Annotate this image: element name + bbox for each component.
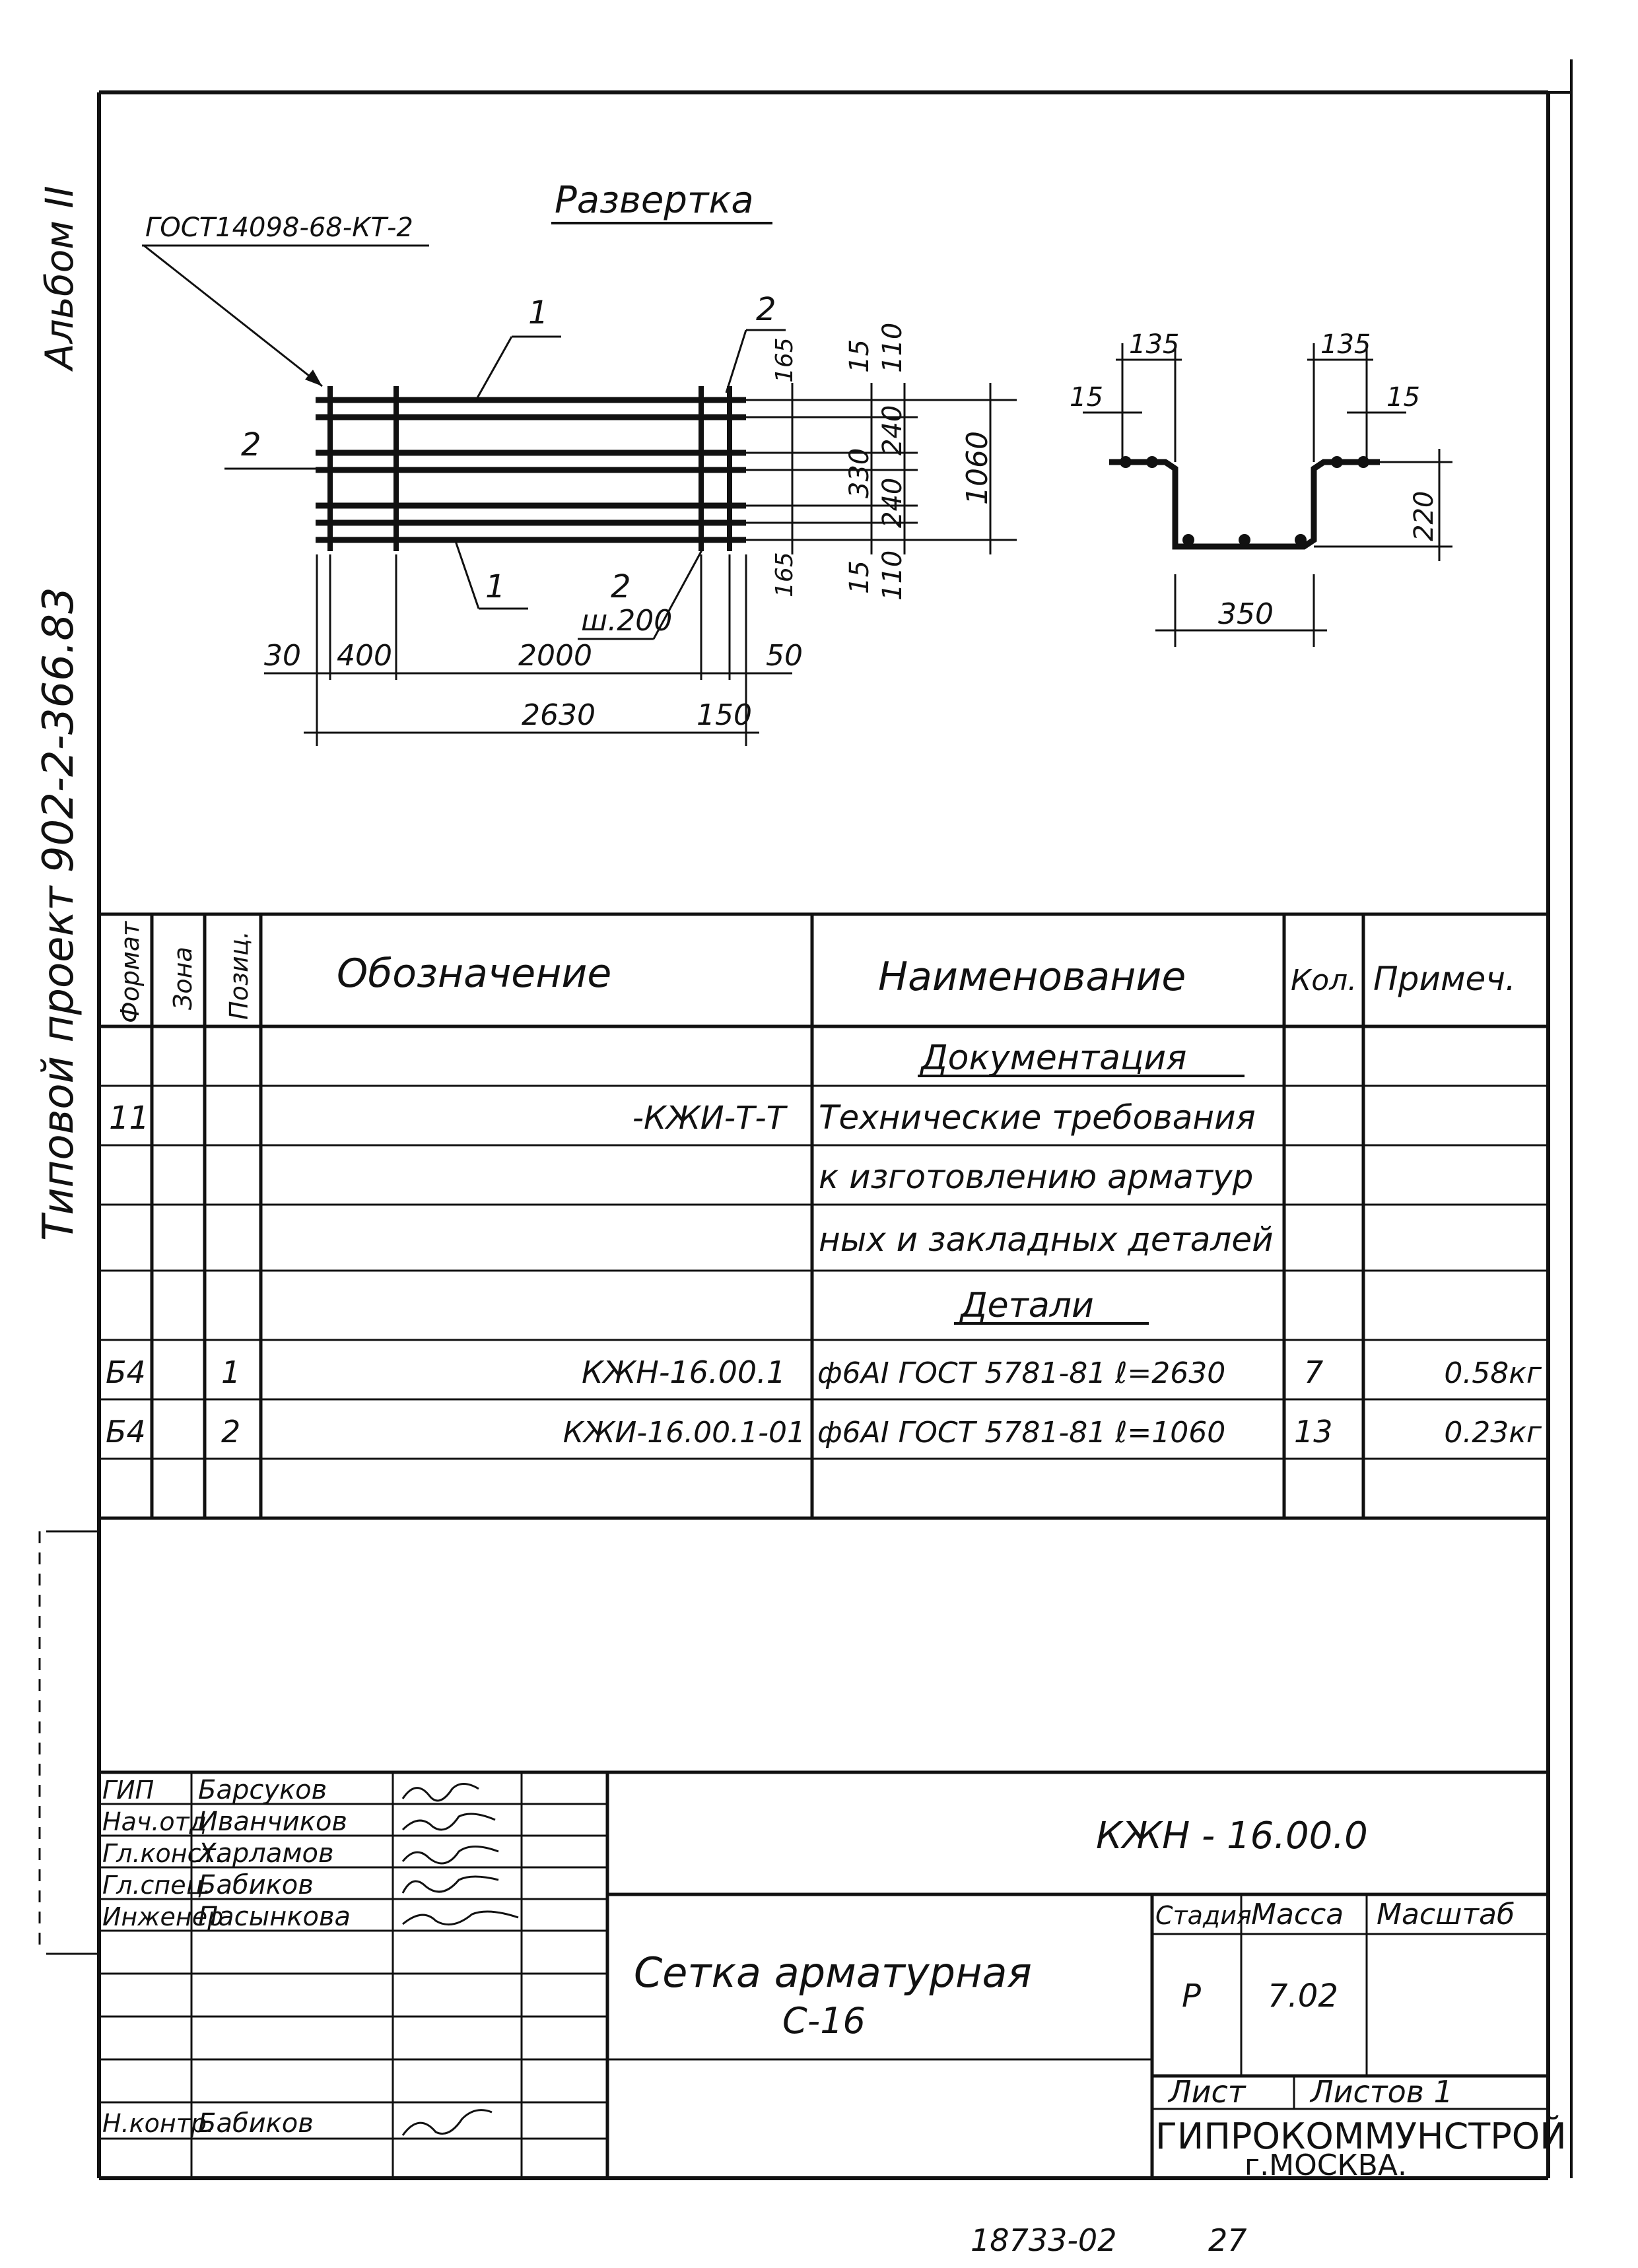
drawing-title: Развертка xyxy=(555,179,754,222)
doc-name-3: ных и закладных деталей xyxy=(819,1220,1274,1259)
dim-v-240b: 240 xyxy=(877,478,908,528)
table-row: Б4 1 КЖН-16.00.1 ф6АI ГОСТ 5781-81 ℓ=263… xyxy=(106,1354,1542,1390)
stamp-role-2: Нач.отд xyxy=(102,1807,207,1836)
mesh-profile-section: 135 135 15 15 220 350 xyxy=(1070,329,1452,647)
mass-label: Масса xyxy=(1251,1898,1344,1931)
stamp-person-1: Барсуков xyxy=(198,1775,327,1805)
sheet-label: Лист xyxy=(1167,2074,1246,2110)
transverse-bars xyxy=(327,386,732,551)
header-format: Формат xyxy=(116,920,145,1023)
doc-name-2: к изготовлению арматур xyxy=(819,1158,1253,1196)
section-parts: Детали xyxy=(959,1286,1094,1325)
row-2-format: Б4 xyxy=(106,1414,146,1450)
dim-v-1060: 1060 xyxy=(961,431,994,505)
row-1-format: Б4 xyxy=(106,1354,146,1390)
stage-label: Стадия xyxy=(1155,1901,1252,1930)
profile-dim-15-left: 15 xyxy=(1070,382,1103,413)
header-zone: Зона xyxy=(168,947,197,1010)
dim-v-240a: 240 xyxy=(877,405,908,455)
stamp-role-4: Гл.спец. xyxy=(102,1871,211,1900)
row-2-qty: 13 xyxy=(1294,1414,1333,1450)
stamp-role-5: Инженер xyxy=(102,1902,223,1931)
header-qty: Кол. xyxy=(1291,964,1357,997)
header-note: Примеч. xyxy=(1373,960,1516,998)
dim-v-110a: 110 xyxy=(877,323,908,373)
stamp-role-9: Н.контр. xyxy=(102,2109,215,2138)
header-name: Наименование xyxy=(878,954,1186,1000)
position-2-top: 2 xyxy=(756,291,776,328)
dim-v-15a: 15 xyxy=(844,339,875,373)
sheet-frame xyxy=(97,59,1573,2180)
profile-dim-220: 220 xyxy=(1409,491,1439,541)
row-2-designation: КЖИ-16.00.1-01 xyxy=(563,1416,805,1450)
row-2-note: 0.23кг xyxy=(1444,1416,1542,1450)
row-1-qty: 7 xyxy=(1304,1354,1323,1390)
project-label: Типовой проект 902-2-366.83 xyxy=(34,587,83,1241)
vertical-dimensions xyxy=(746,383,1017,554)
album-label: Альбом II xyxy=(37,185,82,372)
stamp-person-2: Иванчиков xyxy=(198,1807,347,1837)
header-designation: Обозначение xyxy=(337,951,611,997)
row-2-position: 2 xyxy=(221,1414,240,1450)
dim-v-15b: 15 xyxy=(844,560,875,594)
leader-arrow xyxy=(305,370,322,386)
position-2-left: 2 xyxy=(241,426,261,463)
position-1-bottom: 1 xyxy=(485,568,506,605)
dim-30: 30 xyxy=(264,639,301,673)
position-1-top: 1 xyxy=(528,294,549,331)
row-1-name: ф6АI ГОСТ 5781-81 ℓ=2630 xyxy=(817,1356,1225,1390)
organization-name: ГИПРОКОММУНСТРОЙ xyxy=(1155,2116,1567,2157)
row-2-name: ф6АI ГОСТ 5781-81 ℓ=1060 xyxy=(817,1416,1225,1450)
stamp-role-3: Гл.конст. xyxy=(102,1839,224,1868)
horizontal-dimensions xyxy=(264,554,792,746)
table-row: Б4 2 КЖИ-16.00.1-01 ф6АI ГОСТ 5781-81 ℓ=… xyxy=(106,1414,1542,1450)
drawing-title-1: Сетка арматурная xyxy=(634,1949,1032,1997)
mass-value: 7.02 xyxy=(1268,1978,1338,2015)
stamp-person-5: Пасынкова xyxy=(198,1902,351,1932)
organization-city: г.МОСКВА. xyxy=(1245,2149,1407,2182)
scale-label: Масштаб xyxy=(1377,1898,1515,1931)
gost-weld-note: ГОСТ14098-68-КТ-2 xyxy=(145,213,413,243)
row-1-position: 1 xyxy=(221,1354,240,1390)
footer-number: 18733-02 xyxy=(971,2222,1116,2258)
position-2-step: ш.200 xyxy=(581,604,672,638)
stamp-role-1: ГИП xyxy=(102,1776,154,1805)
title-block: ГИП Нач.отд Гл.конст. Гл.спец. Инженер Н… xyxy=(99,1770,1567,2182)
signatures xyxy=(401,1783,519,2136)
doc-name-1: Технические требования xyxy=(819,1098,1256,1137)
section-documentation: Документация xyxy=(920,1038,1186,1078)
drawing-code: КЖН - 16.00.0 xyxy=(1096,1815,1368,1857)
stage-value: Р xyxy=(1182,1978,1201,2015)
stamp-person-4: Бабиков xyxy=(198,1870,314,1900)
dim-400: 400 xyxy=(337,639,392,673)
mesh-development-drawing: Развертка ГОСТ14098-68-КТ-2 1 2 xyxy=(142,179,1452,746)
drawing-title-2: С-16 xyxy=(782,2000,866,2042)
profile-dim-15-right: 15 xyxy=(1386,382,1420,413)
longitudinal-bars xyxy=(316,397,746,543)
doc-designation: -КЖИ-Т-Т xyxy=(632,1100,788,1137)
specification-table: Формат Зона Позиц. Обозначение Наименова… xyxy=(99,912,1548,1520)
profile-dim-135-right: 135 xyxy=(1320,329,1371,360)
stamp-person-9: Бабиков xyxy=(198,2108,314,2139)
dim-v-330: 330 xyxy=(844,448,875,498)
dim-v-110b: 110 xyxy=(877,550,908,601)
doc-format: 11 xyxy=(109,1100,149,1137)
header-position: Позиц. xyxy=(224,931,254,1020)
dim-2000: 2000 xyxy=(518,639,592,673)
row-1-designation: КЖН-16.00.1 xyxy=(582,1354,786,1390)
profile-dim-350: 350 xyxy=(1218,597,1274,631)
row-1-note: 0.58кг xyxy=(1444,1356,1542,1390)
dim-v-165b: 165 xyxy=(771,552,798,597)
position-2-bottom: 2 xyxy=(611,568,631,605)
sheets-count-label: Листов 1 xyxy=(1309,2074,1453,2110)
margin-marks xyxy=(38,1530,99,1955)
dim-2630: 2630 xyxy=(522,698,596,732)
profile-dim-135-left: 135 xyxy=(1129,329,1179,360)
dim-v-165a: 165 xyxy=(771,337,798,383)
dim-150: 150 xyxy=(697,698,752,732)
dim-50: 50 xyxy=(766,639,803,673)
footer-page: 27 xyxy=(1208,2222,1247,2258)
stamp-person-3: Харламов xyxy=(197,1838,334,1869)
